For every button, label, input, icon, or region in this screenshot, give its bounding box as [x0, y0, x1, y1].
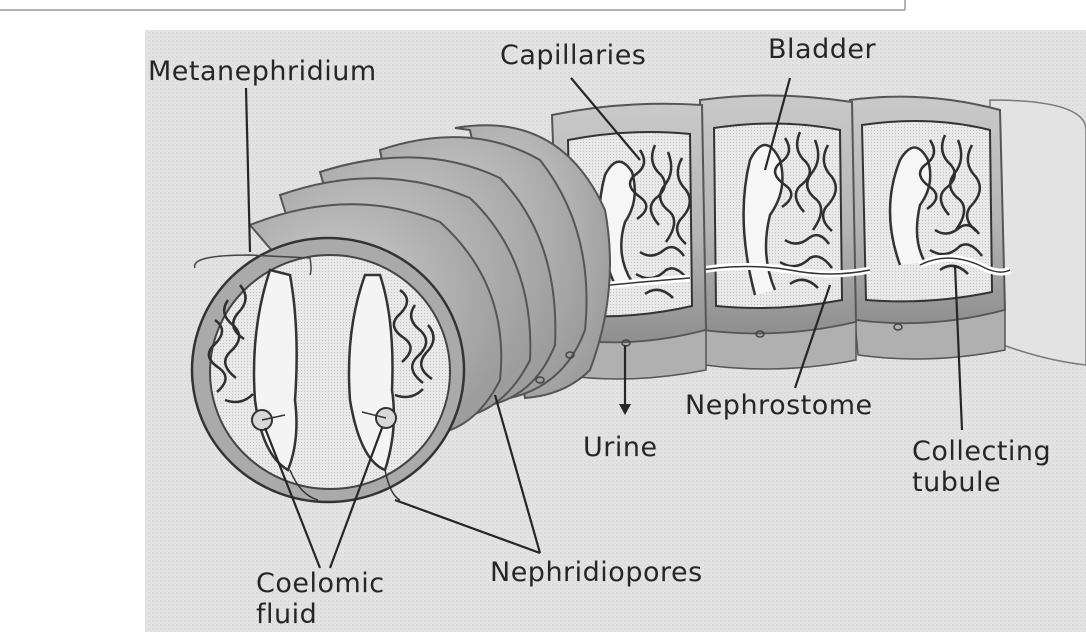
label-capillaries: Capillaries — [500, 40, 646, 71]
label-nephridiopores: Nephridiopores — [490, 557, 703, 588]
open-segment-2 — [690, 95, 870, 369]
cross-section — [192, 238, 464, 502]
label-nephrostome: Nephrostome — [685, 390, 873, 421]
label-bladder: Bladder — [768, 34, 876, 65]
label-urine: Urine — [583, 432, 658, 463]
label-collecting-tubule-line-1: Collecting — [912, 436, 1051, 467]
label-metanephridium: Metanephridium — [148, 56, 377, 87]
open-segment-3 — [850, 97, 1010, 359]
label-collecting-tubule-line-2: tubule — [912, 467, 1051, 498]
label-coelomic-fluid-line-1: Coelomic — [256, 568, 385, 599]
label-coelomic-fluid-line-2: fluid — [256, 599, 385, 630]
label-coelomic-fluid: Coelomic fluid — [256, 568, 385, 630]
label-collecting-tubule: Collecting tubule — [912, 436, 1051, 498]
